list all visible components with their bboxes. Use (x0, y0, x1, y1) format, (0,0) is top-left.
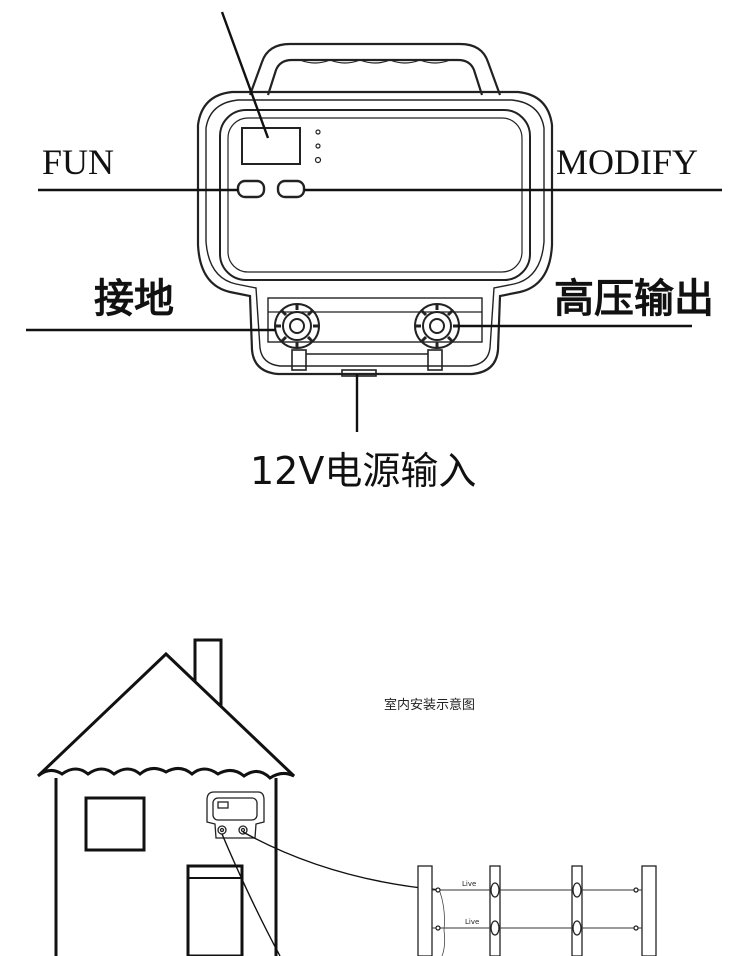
device-front-panel (219, 109, 531, 281)
indicator-led (315, 143, 321, 149)
ground-terminal[interactable] (274, 303, 320, 349)
fence-post (571, 865, 583, 956)
leader-lines (26, 11, 722, 432)
install-diagram-title: 室内安装示意图 (384, 697, 475, 713)
wires (221, 831, 441, 956)
indicator-led (314, 156, 322, 164)
device-display (241, 127, 301, 165)
fun-button[interactable] (236, 179, 266, 199)
power-input-port[interactable] (341, 369, 377, 377)
fence-post (417, 865, 433, 956)
live-wire-label: Live (462, 880, 476, 888)
live-wire-label: Live (465, 918, 479, 926)
electric-fence (417, 865, 657, 956)
hv-output-label: 高压输出 (554, 276, 714, 322)
device-body-outer (196, 90, 554, 376)
fence-post (489, 865, 501, 956)
indicator-led (315, 129, 321, 135)
house-wall (54, 778, 278, 956)
fence-post (641, 865, 657, 956)
power-input-label: 12V电源输入 (250, 449, 476, 493)
installed-device (206, 791, 265, 839)
ground-label: 接地 (94, 276, 174, 322)
house-door (186, 864, 244, 956)
house-window (84, 796, 146, 852)
energizer-device (196, 42, 554, 377)
modify-button[interactable] (276, 179, 306, 199)
fun-label: FUN (42, 142, 114, 182)
house (36, 638, 296, 956)
device-handle (248, 42, 502, 96)
modify-label: MODIFY (556, 142, 698, 182)
house-roof (36, 651, 296, 780)
